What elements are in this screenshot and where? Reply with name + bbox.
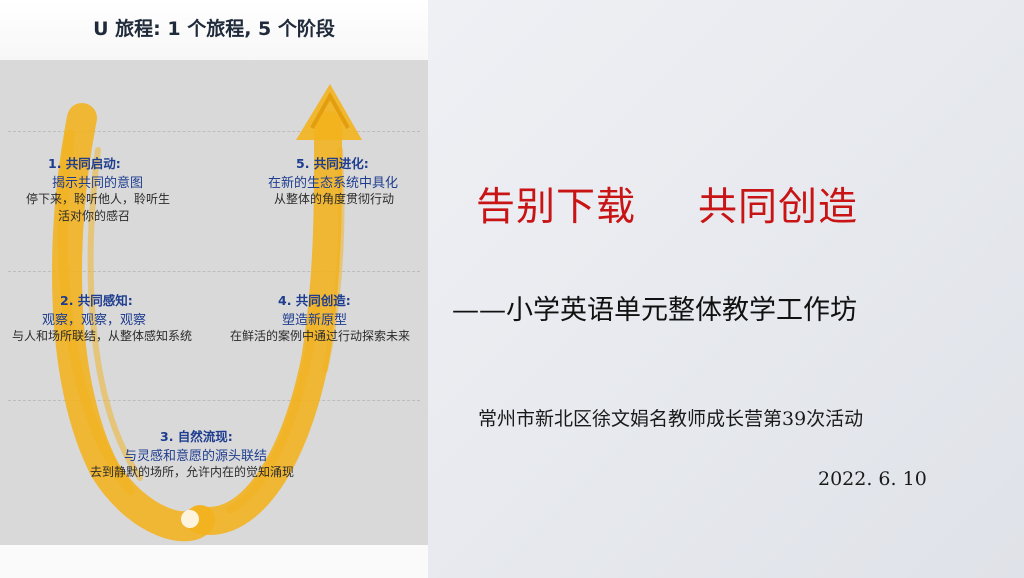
- stage-heading: 3. 自然流现:: [160, 429, 233, 444]
- diagram-footer-band: [0, 545, 428, 578]
- divider: [8, 400, 420, 401]
- main-title-part2: 共同创造: [698, 185, 859, 230]
- stage-subtitle: 在新的生态系统中具化: [268, 176, 399, 191]
- subtitle: ——小学英语单元整体教学工作坊: [452, 295, 857, 326]
- stage-description: 在鲜活的案例中通过行动探索未来: [230, 329, 411, 343]
- stage-2: 2. 共同感知: 观察，观察，观察 与人和场所联结，从整体感知系统: [12, 290, 192, 345]
- stage-description: 停下来，聆听他人，聆听生: [26, 192, 171, 206]
- stage-heading: 4. 共同创造:: [278, 293, 351, 308]
- stage-heading: 2. 共同感知:: [60, 293, 133, 308]
- stage-description: 去到静默的场所，允许内在的觉知涌现: [90, 465, 295, 479]
- u-shape-arrow: [52, 84, 362, 542]
- activity-name: 常州市新北区徐文娟名教师成长营第39次活动: [478, 408, 864, 430]
- stage-subtitle: 揭示共同的意图: [52, 176, 144, 191]
- stage-description: 从整体的角度贯彻行动: [274, 192, 395, 206]
- stage-description: 活对你的感召: [58, 209, 131, 223]
- main-title-part1: 告别下载: [476, 185, 637, 230]
- date: 2022. 6. 10: [818, 468, 927, 490]
- stage-4: 4. 共同创造: 塑造新原型 在鲜活的案例中通过行动探索未来: [230, 290, 410, 345]
- stage-heading: 1. 共同启动:: [48, 156, 121, 171]
- stage-1: 1. 共同启动: 揭示共同的意图 停下来，聆听他人，聆听生 活对你的感召: [26, 153, 170, 225]
- diagram-title: U 旅程: 1 个旅程, 5 个阶段: [93, 18, 335, 40]
- divider: [8, 271, 420, 272]
- stage-subtitle: 与灵感和意愿的源头联结: [124, 449, 268, 464]
- stage-heading: 5. 共同进化:: [296, 156, 369, 171]
- stage-subtitle: 塑造新原型: [282, 313, 348, 328]
- u-journey-diagram: U 旅程: 1 个旅程, 5 个阶段 1. 共同启动: 揭示共同的意图 停下来，…: [0, 0, 428, 578]
- stage-description: 与人和场所联结，从整体感知系统: [12, 329, 193, 343]
- stage-subtitle: 观察，观察，观察: [42, 313, 147, 328]
- stage-3: 3. 自然流现: 与灵感和意愿的源头联结 去到静默的场所，允许内在的觉知涌现: [90, 426, 294, 481]
- main-title: 告别下载 共同创造: [476, 176, 858, 232]
- stage-5: 5. 共同进化: 在新的生态系统中具化 从整体的角度贯彻行动: [268, 153, 398, 208]
- divider: [8, 131, 420, 132]
- diagram-header: U 旅程: 1 个旅程, 5 个阶段: [0, 0, 428, 60]
